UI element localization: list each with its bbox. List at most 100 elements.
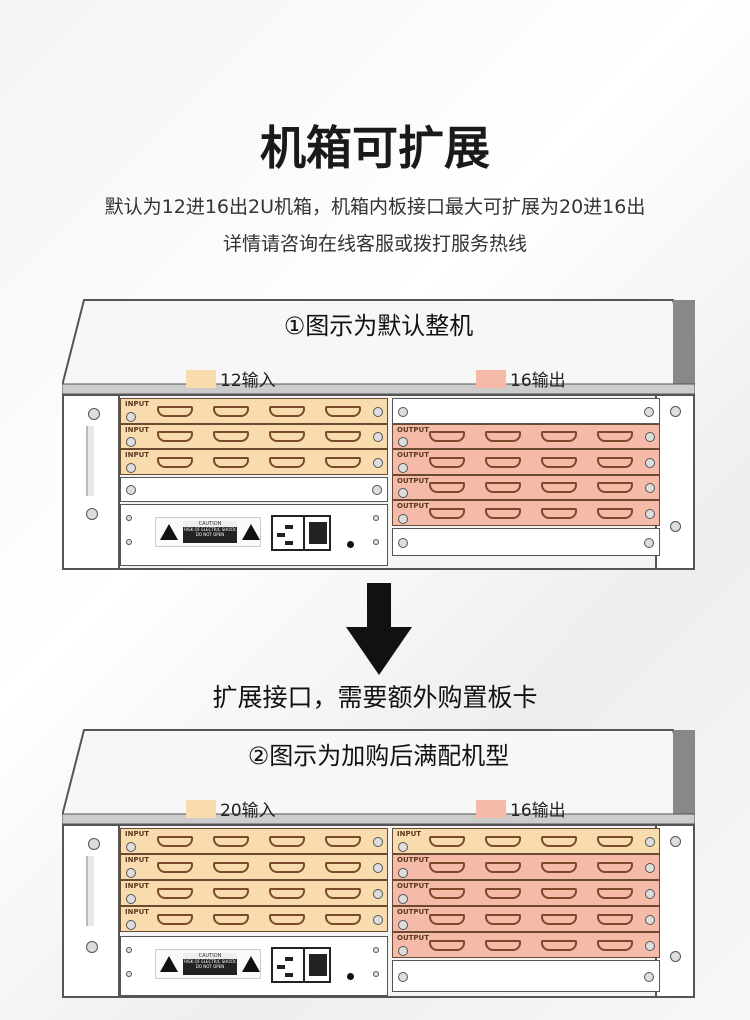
- card-label: OUTPUT: [397, 908, 429, 916]
- hdmi-port-icon: [213, 836, 249, 847]
- card-label: OUTPUT: [397, 451, 429, 459]
- hdmi-port-icon: [429, 507, 465, 519]
- pin: [285, 525, 293, 529]
- card-label: INPUT: [125, 882, 150, 890]
- card-label: INPUT: [125, 400, 150, 408]
- hdmi-port-icon: [325, 914, 361, 925]
- warning-icon: [242, 956, 260, 972]
- screw-hole-icon: [86, 508, 98, 520]
- screw-hole-icon: [86, 941, 98, 953]
- caution-line-1: RISK OF ELECTRIC SHOCK: [184, 959, 236, 964]
- hdmi-port-icon: [541, 431, 577, 443]
- input-legend: 20输入: [186, 796, 276, 821]
- right-ear: [655, 396, 693, 568]
- pin: [277, 533, 285, 537]
- screw-hole-icon: [645, 863, 655, 873]
- hdmi-port-icon: [325, 888, 361, 899]
- screw-hole-icon: [373, 539, 379, 545]
- card-slot-output: OUTPUT: [392, 474, 660, 500]
- hdmi-port-icon: [597, 456, 633, 468]
- hdmi-port-icon: [325, 456, 361, 468]
- hdmi-port-icon: [269, 431, 305, 443]
- hdmi-port-icon: [597, 836, 633, 847]
- caution-line-2: DO NOT OPEN: [195, 964, 225, 969]
- card-slot-output: OUTPUT: [392, 500, 660, 526]
- screw-hole-icon: [373, 515, 379, 521]
- hdmi-port-icon: [213, 862, 249, 873]
- screw-hole-icon: [373, 889, 383, 899]
- down-arrow-icon: [346, 583, 412, 675]
- screw-hole-icon: [126, 947, 132, 953]
- hdmi-port-icon: [541, 507, 577, 519]
- hdmi-port-icon: [269, 836, 305, 847]
- card-label: INPUT: [125, 856, 150, 864]
- screw-hole-icon: [398, 488, 408, 498]
- warning-icon: [242, 524, 260, 540]
- hdmi-port-icon: [213, 456, 249, 468]
- card-label: INPUT: [397, 830, 422, 838]
- hdmi-port-icon: [429, 431, 465, 443]
- hdmi-port-icon: [269, 862, 305, 873]
- hdmi-port-icon: [597, 482, 633, 494]
- hdmi-port-icon: [597, 940, 633, 951]
- screw-hole-icon: [373, 863, 383, 873]
- screw-hole-icon: [126, 894, 136, 904]
- hdmi-port-icon: [157, 888, 193, 899]
- hdmi-port-icon: [325, 405, 361, 417]
- screw-hole-icon: [645, 457, 655, 468]
- screw-hole-icon: [670, 406, 681, 417]
- hdmi-port-icon: [429, 482, 465, 494]
- hdmi-port-icon: [429, 940, 465, 951]
- screw-hole-icon: [126, 515, 132, 521]
- card-slot-input: INPUT: [392, 828, 660, 854]
- caution-line-1: RISK OF ELECTRIC SHOCK: [184, 527, 236, 532]
- card-slot-output: OUTPUT: [392, 854, 660, 880]
- hdmi-port-icon: [213, 914, 249, 925]
- screw-hole-icon: [398, 437, 408, 447]
- screw-hole-icon: [398, 946, 408, 956]
- card-label: INPUT: [125, 830, 150, 838]
- card-slot-input: INPUT: [120, 398, 388, 424]
- card-slot-output: OUTPUT: [392, 449, 660, 475]
- caution-line-2: DO NOT OPEN: [195, 532, 225, 537]
- card-slot-output: OUTPUT: [392, 423, 660, 449]
- hdmi-port-icon: [485, 456, 521, 468]
- hdmi-port-icon: [213, 431, 249, 443]
- hdmi-port-icon: [269, 914, 305, 925]
- hdmi-port-icon: [325, 431, 361, 443]
- card-label: INPUT: [125, 425, 150, 434]
- screw-hole-icon: [645, 508, 655, 519]
- pin: [285, 541, 293, 545]
- hdmi-port-icon: [485, 836, 521, 847]
- screw-hole-icon: [126, 437, 136, 447]
- hdmi-port-icon: [541, 888, 577, 899]
- hdmi-port-icon: [213, 405, 249, 417]
- screw-hole-icon: [126, 539, 132, 545]
- hdmi-port-icon: [269, 405, 305, 417]
- screw-hole-icon: [372, 485, 382, 496]
- input-color-swatch: [186, 369, 216, 388]
- input-legend: 12输入: [186, 366, 276, 391]
- card-label: OUTPUT: [397, 934, 429, 942]
- hdmi-port-icon: [213, 888, 249, 899]
- screw-hole-icon: [645, 483, 655, 494]
- hdmi-port-icon: [157, 914, 193, 925]
- right-ear: [655, 826, 693, 996]
- screw-hole-icon: [126, 485, 136, 496]
- card-slot-input: INPUT: [120, 854, 388, 880]
- chassis-top-cover: [62, 729, 695, 824]
- screw-hole-icon: [645, 837, 655, 847]
- hdmi-port-icon: [485, 888, 521, 899]
- screw-hole-icon: [126, 411, 136, 422]
- hdmi-port-icon: [541, 456, 577, 468]
- hdmi-port-icon: [429, 836, 465, 847]
- output-color-swatch: [476, 369, 506, 388]
- caution-title: CAUTION: [183, 521, 237, 527]
- screw-hole-icon: [398, 406, 408, 417]
